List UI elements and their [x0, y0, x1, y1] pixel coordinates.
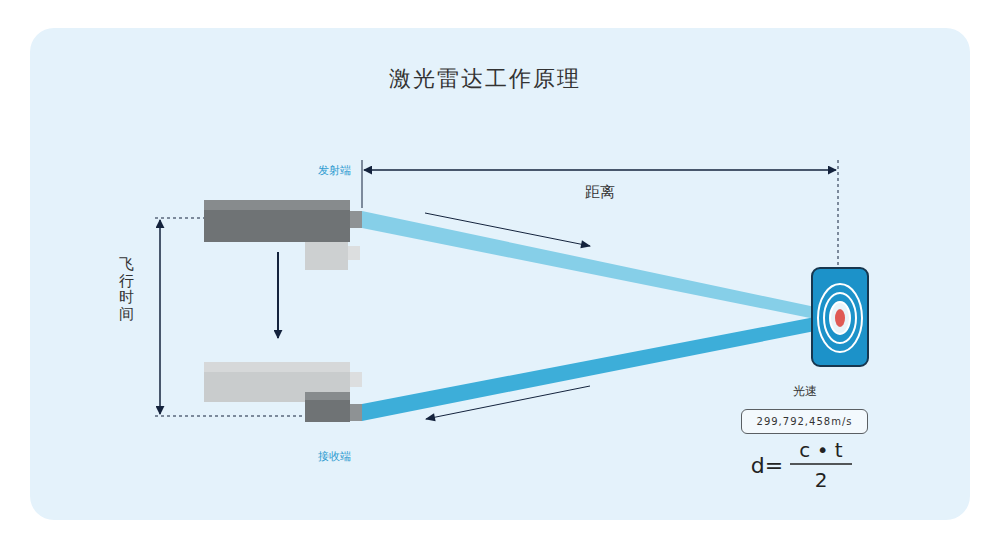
receiver-ghost: [204, 362, 350, 402]
receiver-ghost: [204, 362, 350, 372]
target-center: [835, 309, 845, 327]
fraction-bar: [790, 463, 852, 465]
direction-arrow: [426, 386, 590, 419]
receiver-lens: [350, 404, 362, 421]
distance-arrow: [364, 169, 836, 171]
target-ring: [824, 293, 856, 343]
direction-arrow: [425, 213, 590, 246]
receiver-ghost: [350, 372, 362, 387]
formula-part: 2: [815, 468, 828, 492]
receiver-top: [305, 392, 350, 400]
dimension-label: 距离: [585, 183, 615, 202]
speed-value: 299,792,458m/s: [751, 416, 859, 427]
dashed-guide: [155, 416, 305, 417]
diagram-title: 激光雷达工作原理: [389, 64, 581, 94]
move-arrow: [277, 252, 279, 338]
port-label: 发射端: [318, 163, 351, 178]
emitted-beam: [362, 211, 820, 320]
receiver-body: [305, 392, 350, 422]
emitter-ghost: [305, 240, 348, 270]
reflected-beam: [362, 316, 820, 421]
node-heading: 光速: [742, 383, 867, 400]
target-ring: [830, 302, 850, 334]
port-label: 接收端: [318, 449, 351, 464]
speed-box: 光速299,792,458m/s: [741, 409, 868, 434]
target-ring: [818, 284, 862, 352]
formula-part: c • t: [799, 438, 842, 462]
emitter-ghost: [348, 246, 360, 260]
emitter-top: [204, 200, 350, 210]
formula-part: d=: [751, 453, 783, 478]
dashed-guide: [155, 218, 204, 219]
dimension-tick: [362, 160, 363, 208]
emitter-body: [204, 200, 350, 242]
flight-time-label: 飞行时间: [119, 256, 134, 322]
emitter-lens: [350, 211, 362, 228]
dimension-tick: [838, 160, 839, 268]
target-board: [812, 268, 868, 366]
flight-time-arrow: [159, 220, 161, 414]
background-panel: [30, 28, 970, 520]
